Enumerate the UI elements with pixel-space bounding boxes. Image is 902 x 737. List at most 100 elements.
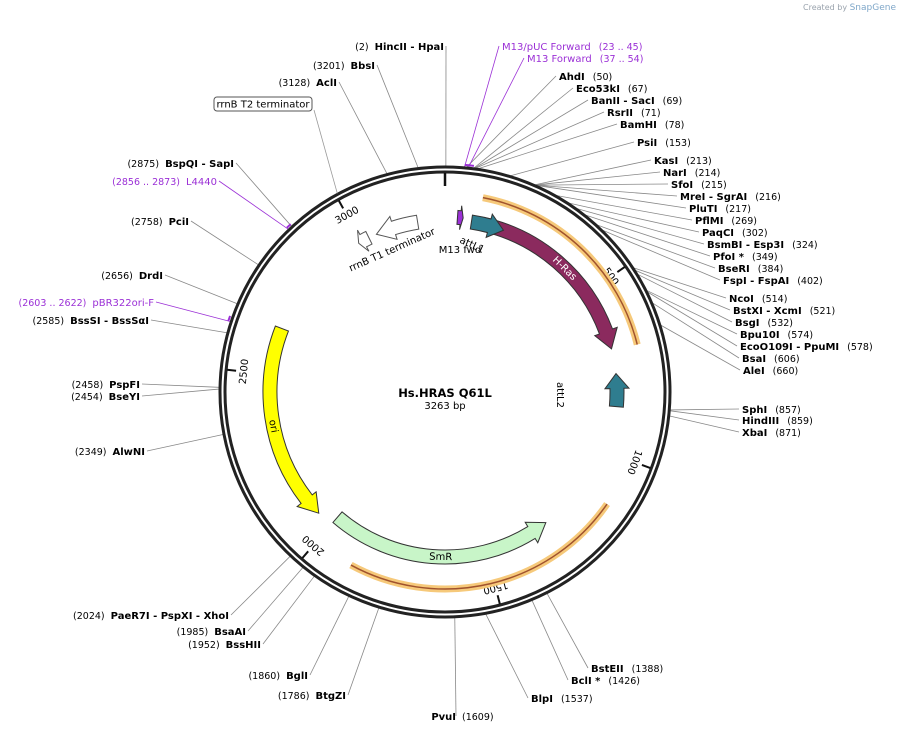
site-hincii-hpai[interactable]: HincII - HpaI(2) — [355, 42, 444, 53]
site-position: (1786) — [278, 691, 310, 702]
site-name: BsmBI - Esp3I — [707, 240, 784, 251]
site-psii[interactable]: PsiI(153) — [637, 138, 691, 149]
site-l4440[interactable]: L4440(2856 .. 2873) — [112, 177, 217, 188]
separator: - — [101, 316, 112, 327]
snapgene-logo: SnapGene — [849, 3, 896, 13]
site-name: NarI — [663, 168, 687, 179]
site-pfoi[interactable]: PfoI *(349) — [713, 252, 778, 263]
site-position: (402) — [797, 276, 823, 287]
site-btgzi[interactable]: BtgZI(1786) — [278, 691, 346, 702]
site-m13-puc-forward[interactable]: M13/pUC Forward(23 .. 45) — [502, 42, 642, 53]
site-position: (214) — [695, 168, 721, 179]
site-name: HindIII — [742, 416, 779, 427]
site-nari[interactable]: NarI (214) — [663, 168, 720, 179]
site-position: (2856 .. 2873) — [112, 177, 180, 188]
site-drdi[interactable]: DrdI (2656) — [101, 271, 163, 282]
backbone-outer-ring — [218, 165, 672, 619]
site-position: (213) — [686, 156, 712, 167]
site-position: (2603 .. 2622) — [19, 298, 87, 309]
enzyme-name: BglI — [286, 671, 308, 682]
site-position: (384) — [758, 264, 784, 275]
enzyme-name: EcoO109I — [740, 342, 793, 353]
site-bsteii[interactable]: BstEII(1388) — [591, 664, 663, 675]
leader-line — [473, 87, 574, 169]
enzyme-name: PspFI — [109, 380, 140, 391]
leader-line — [535, 183, 669, 186]
site-blpi[interactable]: BlpI(1537) — [531, 694, 593, 705]
site-ncoi[interactable]: NcoI(514) — [729, 294, 787, 305]
site-bamhi[interactable]: BamHI(78) — [620, 120, 684, 131]
leader-line — [141, 388, 220, 397]
site-paer7i-pspxi-xhoi[interactable]: PaeR7I - PspXI - XhoI(2024) — [73, 611, 229, 622]
site-hindiii[interactable]: HindIII(859) — [742, 416, 813, 427]
site-name: BsgI — [735, 318, 759, 329]
site-name: M13 Forward — [527, 54, 592, 65]
site-paqci[interactable]: PaqCI(302) — [702, 228, 768, 239]
site-pflmi[interactable]: PflMI(269) — [695, 216, 757, 227]
site-bcli[interactable]: BclI *(1426) — [571, 676, 640, 687]
site-kasi[interactable]: KasI(213) — [654, 156, 712, 167]
site-position: (3128) — [279, 78, 311, 89]
site-xbai[interactable]: XbaI(871) — [742, 428, 801, 439]
separator: - — [747, 276, 758, 287]
site-position: (2656) — [101, 271, 133, 282]
leader-line — [535, 171, 661, 186]
site-bsai[interactable]: BsaI(606) — [742, 354, 800, 365]
site-pvui[interactable]: PvuI(1609) — [431, 712, 493, 723]
leader-line — [670, 410, 740, 421]
site-sphi[interactable]: SphI(857) — [742, 405, 801, 416]
leader-line — [478, 123, 618, 169]
site-ecoo109i-ppumi[interactable]: EcoO109I - PpuMI(578) — [740, 342, 873, 353]
feature-attl2 — [603, 372, 631, 408]
enzyme-name: BclI * — [571, 676, 601, 687]
site-eco53ki[interactable]: Eco53kI(67) — [576, 84, 647, 95]
site-acli[interactable]: AclI(3128) — [279, 78, 337, 89]
site-m13-forward[interactable]: M13 Forward(37 .. 54) — [527, 54, 643, 65]
site-rsrii[interactable]: RsrII (71) — [607, 108, 661, 119]
site-alei[interactable]: AleI(660) — [743, 366, 798, 377]
feature-label-rrnb-t2-terminator-box: rrnB T2 terminator — [213, 96, 338, 194]
site-position: (1388) — [632, 664, 664, 675]
leader-line — [510, 141, 635, 177]
enzyme-name: BbsI — [351, 61, 375, 72]
site-bbsi[interactable]: BbsI (3201) — [313, 61, 375, 72]
site-banii-saci[interactable]: BanII - SacI(69) — [591, 96, 682, 107]
site-bsshii[interactable]: BssHII(1952) — [188, 640, 261, 651]
site-pcii[interactable]: PciI(2758) — [131, 217, 189, 228]
site-name: BclI * — [571, 676, 601, 687]
site-position: (578) — [847, 342, 873, 353]
enzyme-name: FspAI — [758, 276, 789, 287]
site-bsgi[interactable]: BsgI(532) — [735, 318, 793, 329]
site-name: RsrII — [607, 108, 633, 119]
site-bseyi[interactable]: BseYI(2454) — [71, 392, 140, 403]
site-position: (574) — [788, 330, 814, 341]
site-bpu10i[interactable]: Bpu10I(574) — [740, 330, 813, 341]
site-bstxi-xcmi[interactable]: BstXI - XcmI(521) — [733, 306, 835, 317]
site-bsssi-bsss-i[interactable]: BssSI - BssSαI(2585) — [33, 316, 150, 327]
site-position: (349) — [752, 252, 778, 263]
site-bsaai[interactable]: BsaAI(1985) — [177, 627, 246, 638]
site-ahdi[interactable]: AhdI(50) — [559, 72, 612, 83]
site-position: (3201) — [313, 61, 345, 72]
site-name: BsaI — [742, 354, 766, 365]
site-position: (71) — [641, 108, 661, 119]
site-position: (1860) — [248, 671, 280, 682]
enzyme-name: PaqCI — [702, 228, 734, 239]
site-bseri[interactable]: BseRI(384) — [718, 264, 783, 275]
site-pbr322ori-f[interactable]: pBR322ori-F(2603 .. 2622) — [19, 298, 155, 309]
site-name: FspI - FspAI — [723, 276, 789, 287]
site-name: BanII - SacI — [591, 96, 655, 107]
site-fspi-fspai[interactable]: FspI - FspAI (402) — [723, 276, 823, 287]
site-bsmbi-esp3i[interactable]: BsmBI - Esp3I (324) — [707, 240, 818, 251]
site-bgli[interactable]: BglI (1860) — [248, 671, 308, 682]
site-pluti[interactable]: PluTI(217) — [689, 204, 751, 215]
site-bspqi-sapi[interactable]: BspQI - SapI(2875) — [127, 159, 234, 170]
site-pspfi[interactable]: PspFI(2458) — [72, 380, 140, 391]
site-alwni[interactable]: AlwNI(2349) — [75, 447, 145, 458]
site-name: SfoI — [671, 180, 693, 191]
site-position: (324) — [792, 240, 818, 251]
site-name: DrdI — [139, 271, 163, 282]
site-sfoi[interactable]: SfoI(215) — [671, 180, 727, 191]
leader-line — [647, 291, 738, 347]
site-mrei-sgrai[interactable]: MreI - SgrAI(216) — [680, 192, 781, 203]
